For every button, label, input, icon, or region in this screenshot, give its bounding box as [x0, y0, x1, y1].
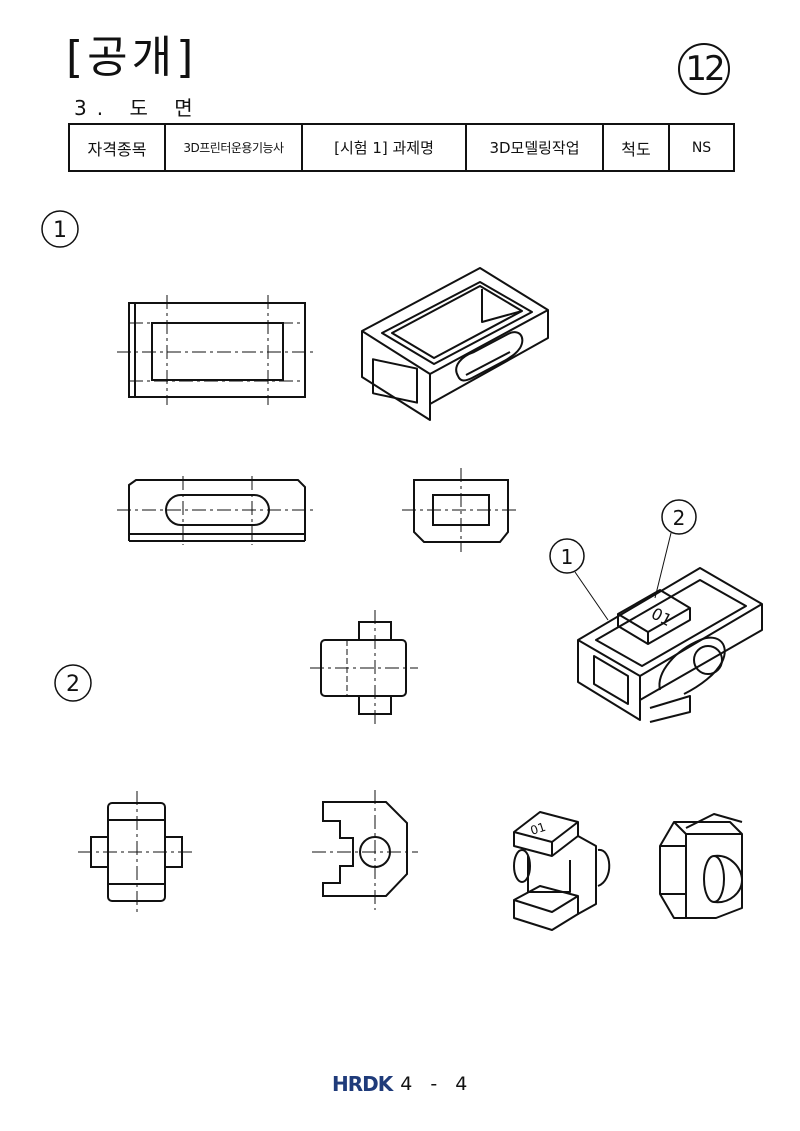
part-2-top-view: [78, 791, 196, 913]
page-number-text: 12: [685, 49, 725, 89]
task-value: 3D모델링작업: [465, 123, 604, 172]
part-2-marker: 2: [54, 664, 92, 702]
hrdk-logo: HRDK: [332, 1072, 393, 1096]
callout-2: 2: [654, 499, 697, 599]
part-1-front-view: [117, 476, 317, 545]
part-1-side-view: [402, 468, 520, 552]
qualification-label: 자격종목: [68, 123, 166, 172]
page-title: [공개]: [66, 32, 198, 83]
callout-2-text: 2: [673, 506, 686, 530]
callout-1-text: 1: [561, 545, 574, 569]
page-number-badge: 12: [678, 43, 730, 95]
section-heading: 3. 도 면: [74, 96, 203, 120]
part-1-marker-text: 1: [53, 218, 67, 243]
qualification-value: 3D프린터운용기능사: [164, 123, 303, 172]
part-2-isometric-view-a: 01: [513, 811, 611, 931]
info-table: 자격종목 3D프린터운용기능사 [시험 1] 과제명 3D모델링작업 척도 NS: [68, 123, 735, 172]
scale-value: NS: [668, 123, 735, 172]
scale-label: 척도: [602, 123, 670, 172]
callout-1: 1: [549, 538, 609, 621]
part-2-front-view: [310, 610, 418, 726]
part-1-top-view: [117, 295, 317, 405]
info-row: 자격종목 3D프린터운용기능사 [시험 1] 과제명 3D모델링작업 척도 NS: [68, 123, 735, 172]
footer-page-number: 4 - 4: [400, 1073, 474, 1095]
part-1-marker: 1: [41, 210, 79, 248]
part-2-engraving-a: 01: [529, 820, 548, 838]
part-1-isometric-view: [361, 267, 549, 421]
part-2-isometric-view-b: [659, 813, 743, 919]
part-2-marker-text: 2: [66, 672, 80, 697]
footer: HRDK 4 - 4: [332, 1072, 473, 1096]
assembly-isometric-view: 01: [577, 567, 763, 723]
task-label: [시험 1] 과제명: [301, 123, 467, 172]
part-2-side-view: [312, 790, 418, 910]
